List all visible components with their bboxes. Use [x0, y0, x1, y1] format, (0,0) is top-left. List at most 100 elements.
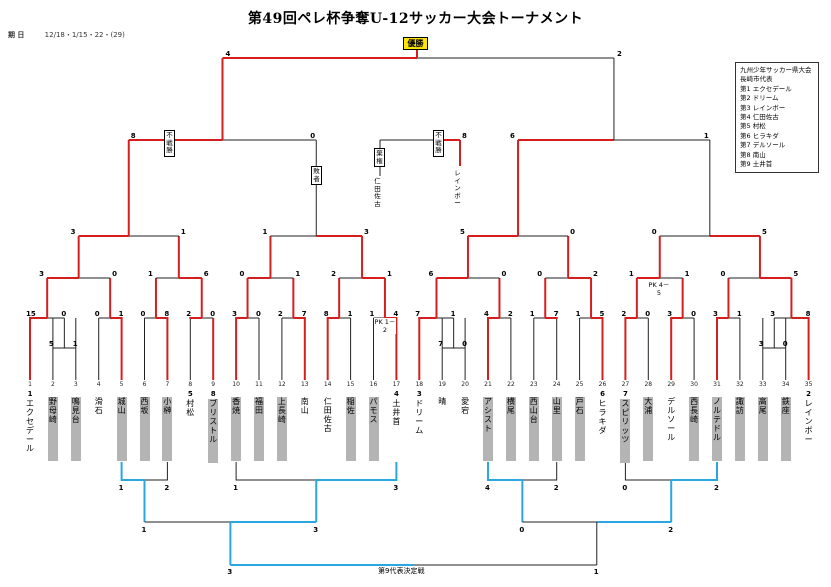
score-label: 2 [507, 310, 513, 318]
score-label: 2 [668, 526, 674, 534]
team-name: 稲佐 [345, 397, 356, 461]
team-name: ドリーム [415, 399, 424, 435]
score-label: 1 [386, 270, 392, 278]
team-number: 32 [736, 381, 744, 388]
legend-item: 第3 レインボー [740, 103, 786, 112]
score-label: 3 [364, 228, 369, 236]
team-number: 21 [484, 381, 492, 388]
team-name: 晴 [438, 397, 447, 406]
team-number: 11 [255, 381, 263, 388]
legend-item: 第2 ドリーム [740, 94, 779, 103]
team-number: 35 [804, 381, 813, 388]
team-number: 28 [644, 381, 653, 388]
score-label: 2 [186, 310, 192, 318]
team-name: 鳴見台 [70, 397, 81, 461]
score-label: 0 [462, 340, 467, 348]
seed-number: 8 [210, 390, 216, 398]
team-number: 19 [438, 381, 446, 388]
legend-box: 九州少年サッカー県大会 長崎市代表 第1 エクセデール 第2 ドリーム 第3 レ… [735, 62, 819, 174]
score-label: 5 [459, 228, 465, 236]
forfeit-note-right: 不戦勝 [433, 130, 444, 157]
team-name: 香焼 [231, 397, 242, 461]
score-label: 3 [770, 310, 776, 318]
team-name: 横尾 [505, 397, 516, 461]
score-label: 0 [622, 484, 628, 492]
team-name: 山里 [551, 397, 562, 461]
score-label: 1 [529, 310, 535, 318]
score-label: 1 [141, 526, 147, 534]
score-label: 2 [553, 484, 559, 492]
team-name: 土井首 [392, 399, 401, 426]
team-number: 16 [369, 381, 378, 388]
score-label: 6 [428, 270, 434, 278]
team-name: 仁田佐古 [323, 397, 332, 433]
team-number: 12 [278, 381, 286, 388]
score-label: 0 [256, 310, 261, 318]
score-label: 1 [628, 270, 634, 278]
score-label: 0 [537, 270, 543, 278]
abstain-note: 棄権 [374, 148, 385, 167]
team-name: 滑石 [94, 397, 103, 415]
seed-number: 3 [416, 390, 422, 398]
team-number: 4 [96, 381, 101, 388]
team-name: 西坂 [139, 397, 150, 461]
score-label: 4 [393, 310, 399, 318]
team-name: 諏訪 [734, 397, 745, 461]
team-number: 1 [28, 381, 32, 388]
score-label: 3 [713, 310, 718, 318]
team-number: 20 [461, 381, 469, 388]
score-label: 0 [112, 270, 118, 278]
team-number: 34 [781, 381, 790, 388]
date-info: 期 日 12/18・1/15・22・(29) [8, 30, 125, 40]
champion-badge: 優勝 [403, 37, 428, 50]
legend-item: 第1 エクセデール [740, 84, 792, 93]
team-number: 27 [621, 381, 630, 388]
score-label: 4 [484, 310, 489, 318]
team-number: 13 [300, 381, 309, 388]
team-number: 15 [346, 381, 355, 388]
score-label: 1 [703, 132, 709, 140]
score-label: 8 [323, 310, 329, 318]
team-name: ブリストル [208, 399, 219, 463]
score-label: 5 [599, 310, 605, 318]
forfeit-note-left: 不戦勝 [164, 130, 175, 157]
team-name: スピリッツ [620, 399, 631, 463]
lower-win [120, 462, 145, 481]
legend-item: 第6 ヒラキダ [740, 131, 779, 140]
team-name: 大浦 [643, 397, 654, 461]
seed-number: 4 [393, 390, 399, 398]
score-label: 1 [347, 310, 353, 318]
team-number: 7 [165, 381, 170, 388]
legend-item: 第4 仁田佐古 [740, 113, 779, 122]
team-number: 17 [392, 381, 401, 388]
score-label: 8 [462, 132, 467, 140]
seed-number: 7 [622, 390, 628, 398]
score-label: 5 [761, 228, 767, 236]
team-number: 29 [667, 381, 675, 388]
legend-item: 第7 デルソール [740, 141, 786, 150]
score-label: 7 [553, 310, 559, 318]
team-name: エクセデール [26, 399, 34, 453]
seed-number: 2 [806, 390, 812, 398]
team-name: レインボー [804, 399, 813, 444]
team-name: 南山 [300, 397, 309, 415]
team-name: 福田 [254, 397, 264, 461]
final-score-left: 4 [225, 50, 231, 58]
team-number: 23 [529, 381, 538, 388]
lower-bracket [624, 462, 718, 481]
score-label: 1 [593, 568, 599, 576]
lower-win [316, 462, 398, 481]
score-label: 8 [164, 310, 170, 318]
score-label: 4 [485, 484, 490, 492]
score-label: 0 [645, 310, 651, 318]
team-number: 33 [758, 381, 767, 388]
team-name: 野母崎 [47, 397, 58, 461]
score-label: 1 [118, 310, 124, 318]
legend-item: 第5 村松 [740, 122, 766, 131]
score-label: 8 [130, 132, 136, 140]
score-label: 3 [39, 270, 45, 278]
lower-bracket [235, 462, 397, 481]
score-label: 1 [684, 270, 690, 278]
final-label: 第9代表決定戦 [378, 567, 425, 575]
score-label: 0 [61, 310, 67, 318]
